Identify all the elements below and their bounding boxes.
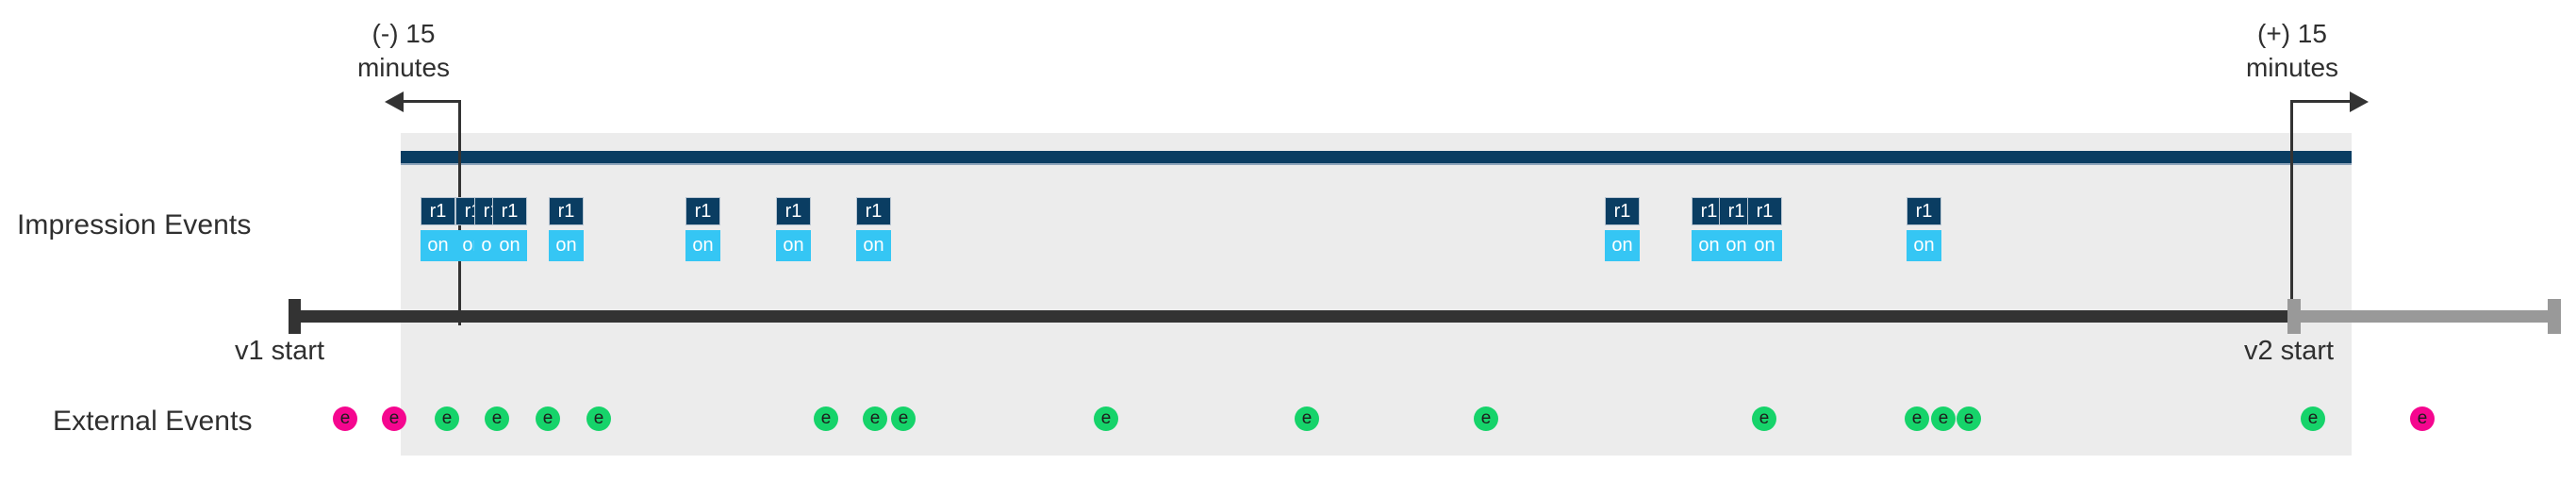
offset-arrow-shaft-right: [2290, 100, 2350, 103]
offset-left-line1: (-) 15: [372, 19, 436, 48]
badge-on: on: [1747, 230, 1782, 261]
badge-on: on: [1605, 230, 1640, 261]
impression-badge-pair: r1 on: [776, 197, 811, 261]
external-event-dot: e: [1295, 406, 1319, 431]
impression-badge-pair: r1 on: [1907, 197, 1941, 261]
external-event-dot: e: [435, 406, 459, 431]
badge-r1: r1: [685, 197, 720, 225]
badge-r1: r1: [549, 197, 584, 225]
timeline-v1-start-cap: [289, 299, 301, 334]
impression-badge-pair: r1 on: [549, 197, 584, 261]
version-bar: [401, 151, 2352, 163]
timeline-v2-end-cap: [2548, 299, 2561, 334]
badge-r1: r1: [1747, 197, 1782, 225]
badge-on: on: [492, 230, 527, 261]
v1-start-label: v1 start: [235, 336, 325, 366]
row-label-external-events: External Events: [53, 406, 253, 437]
external-event-dot: e: [1094, 406, 1118, 431]
row-label-impression-events: Impression Events: [17, 209, 252, 240]
offset-annotation-right: (+) 15 minutes: [2188, 17, 2396, 85]
badge-on: on: [685, 230, 720, 261]
impression-badge-pair: r1 on: [1605, 197, 1640, 261]
external-event-dot: e: [1931, 406, 1956, 431]
external-event-dot: e: [1474, 406, 1498, 431]
timeline-v2-bar: [2293, 310, 2560, 323]
impression-badge-pair: r1 on: [1747, 197, 1782, 261]
badge-r1: r1: [1907, 197, 1941, 225]
impression-badge-pair: r1 on: [856, 197, 891, 261]
version-bar-underline: [401, 163, 2352, 165]
offset-left-line2: minutes: [356, 53, 451, 82]
v2-start-label: v2 start: [2244, 336, 2335, 366]
arrow-right-icon: [2350, 91, 2369, 112]
badge-on: on: [549, 230, 584, 261]
external-event-dot: e: [1957, 406, 1981, 431]
external-event-dot: e: [382, 406, 406, 431]
external-event-dot: e: [2301, 406, 2325, 431]
badge-on: on: [1907, 230, 1941, 261]
arrow-left-icon: [385, 91, 404, 112]
external-event-dot: e: [485, 406, 509, 431]
external-event-dot: e: [891, 406, 916, 431]
badge-on: on: [856, 230, 891, 261]
impression-badge-pair: r1 on: [492, 197, 527, 261]
external-event-dot: e: [333, 406, 357, 431]
impression-badge-pair: r1 on: [421, 197, 455, 261]
offset-right-line1: (+) 15: [2257, 19, 2327, 48]
guide-line-right: [2290, 100, 2293, 325]
badge-on: on: [421, 230, 455, 261]
offset-right-line2: minutes: [2245, 53, 2339, 82]
offset-annotation-left: (-) 15 minutes: [300, 17, 507, 85]
badge-r1: r1: [492, 197, 527, 225]
window-panel-background: [401, 133, 2352, 456]
badge-r1: r1: [421, 197, 455, 225]
external-event-dot: e: [586, 406, 611, 431]
external-event-dot: e: [2410, 406, 2435, 431]
impression-badge-pair: r1 on: [685, 197, 720, 261]
external-event-dot: e: [814, 406, 838, 431]
badge-r1: r1: [1605, 197, 1640, 225]
badge-r1: r1: [776, 197, 811, 225]
timeline-v1-bar: [295, 310, 2294, 323]
external-event-dot: e: [1752, 406, 1776, 431]
badge-r1: r1: [856, 197, 891, 225]
external-event-dot: e: [863, 406, 887, 431]
external-event-dot: e: [536, 406, 560, 431]
badge-on: on: [776, 230, 811, 261]
external-event-dot: e: [1905, 406, 1929, 431]
offset-arrow-shaft-left: [400, 100, 459, 103]
